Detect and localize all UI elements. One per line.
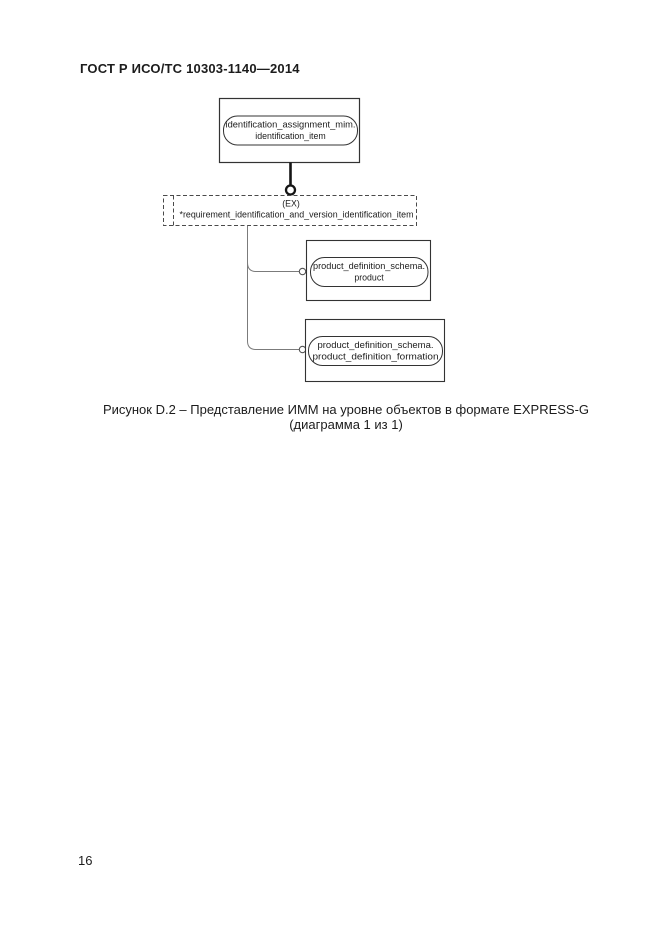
branch-connector-main [247,225,300,350]
open-circle-terminator [298,345,307,354]
page-ref-oval [310,257,429,287]
figure-caption-line1: Рисунок D.2 – Представление ИММ на уровн… [102,402,590,417]
node-label-line2: product_definition_formation [313,352,439,362]
dashed-select-box [163,195,417,226]
node-requirement-select: (EX) *requirement_identification_and_ver… [163,195,417,226]
node-label-line2: *requirement_identification_and_version_… [180,210,414,220]
node-label-line2: product [354,273,384,283]
node-label-line1: product_definition_schema. [318,340,434,350]
page-number: 16 [78,853,93,868]
figure-caption-line2: (диаграмма 1 из 1) [289,416,403,432]
node-identification-item: identification_assignment_mim. identific… [218,97,361,164]
node-product: product_definition_schema. product [305,239,432,302]
branch-connector-upper [247,262,300,272]
page-ref-oval [308,336,443,366]
node-label-line2: identification_item [255,131,325,141]
node-product-definition-formation: product_definition_schema. product_defin… [304,318,446,383]
node-label-line1: product_definition_schema. [313,261,425,271]
figure-caption: Рисунок D.2 – Представление ИММ на уровн… [0,402,661,432]
document-header: ГОСТ Р ИСО/ТС 10303-1140—2014 [80,61,300,76]
node-label-line1: (EX) [282,199,300,209]
node-label-line1: identification_assignment_mim. [226,120,356,130]
page-ref-oval [223,115,358,146]
open-circle-terminator [284,184,297,196]
express-g-diagram: identification_assignment_mim. identific… [163,97,446,383]
open-circle-terminator [298,267,307,276]
